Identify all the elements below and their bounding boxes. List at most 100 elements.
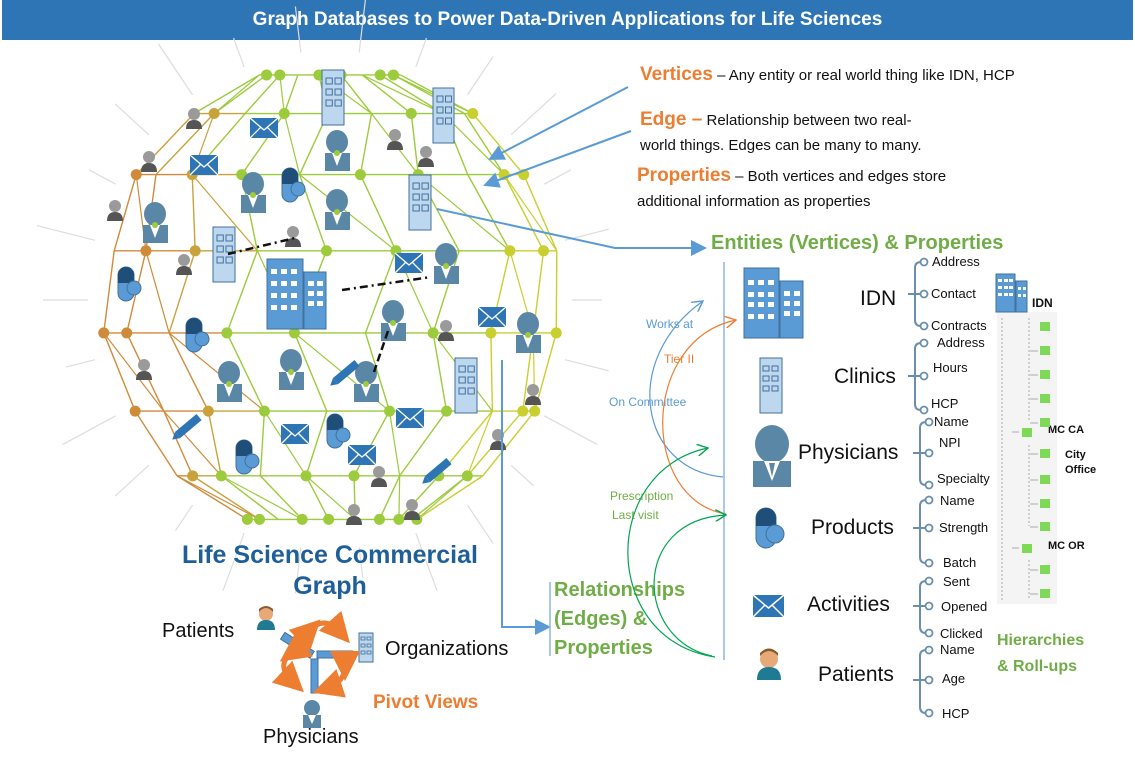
graph-node — [140, 245, 152, 257]
person-icon — [525, 384, 541, 405]
term-vertices: Vertices — [640, 64, 713, 85]
light-streak — [232, 37, 245, 68]
pill-icon — [281, 167, 306, 203]
pill-icon — [117, 266, 142, 302]
graph-node — [187, 470, 199, 482]
hierarchy-caption-line1: Hierarchies — [997, 632, 1085, 649]
prop-idn-contracts: Contracts — [931, 318, 987, 333]
hierarchy-caption-line2: & Roll-ups — [997, 658, 1077, 675]
graph-edge — [259, 475, 303, 520]
graph-edge — [467, 174, 511, 252]
graph-edge — [398, 475, 440, 520]
entities-heading: Entities (Vertices) & Properties — [711, 232, 1004, 254]
title-banner: Graph Databases to Power Data-Driven App… — [2, 0, 1133, 40]
relationship-arcs — [627, 301, 736, 658]
prop-products-strength: Strength — [939, 520, 989, 535]
pivot-organization-icon — [358, 632, 374, 663]
graph-edge — [466, 410, 493, 477]
graph-edge — [305, 475, 356, 520]
envelope-icon — [189, 154, 219, 176]
prop-physicians-npi: NPI — [939, 435, 961, 450]
property-connector — [919, 371, 929, 381]
graph-edge — [417, 174, 511, 252]
entity-label-idn: IDN — [860, 287, 897, 310]
light-streak — [36, 224, 96, 241]
prop-clinics-hcp: HCP — [931, 396, 959, 411]
folder-icon — [1040, 475, 1050, 484]
light-streak — [510, 464, 534, 487]
graph-edge — [220, 475, 279, 520]
separator: – — [730, 168, 748, 185]
envelope-icon — [477, 306, 507, 328]
folder-icon — [1022, 544, 1032, 553]
graph-edge — [176, 475, 260, 520]
graph-edge — [361, 74, 412, 115]
graph-node — [274, 69, 286, 81]
definition-text: Both vertices and edges store — [747, 168, 947, 185]
graph-edge — [145, 250, 170, 334]
pivot-bar-organizations — [316, 650, 354, 659]
clinic-icon — [408, 174, 432, 231]
pill-icon — [185, 317, 210, 353]
folder-icon — [1040, 522, 1050, 531]
graph-edge — [432, 332, 448, 412]
physician-icon — [325, 130, 350, 171]
entity-label-products: Products — [811, 516, 894, 539]
pivot-views-label: Pivot Views — [373, 692, 479, 713]
prop-patients-name: Name — [940, 642, 975, 657]
light-streak — [174, 504, 194, 531]
graph-edge — [192, 475, 260, 520]
graph-edge — [503, 174, 558, 252]
edge-label-tier: Tier II — [664, 352, 695, 366]
envelope-icon — [395, 407, 425, 429]
folder-icon — [1022, 428, 1032, 437]
entity-label-patients: Patients — [818, 663, 894, 686]
property-bracket — [919, 499, 927, 564]
light-streak — [564, 359, 609, 372]
graph-edge — [163, 410, 222, 477]
physician-icon — [434, 243, 459, 284]
graph-edge — [416, 475, 484, 520]
light-streak — [358, 547, 364, 579]
graph-edge — [213, 74, 260, 114]
graph-edge — [113, 174, 137, 251]
graph-node — [323, 513, 335, 525]
folder-icon — [1040, 394, 1050, 403]
folder-icon — [1040, 499, 1050, 508]
patient-icon — [757, 648, 781, 680]
graph-edge — [103, 332, 165, 412]
pivot-patient-icon — [257, 606, 275, 630]
definition-properties: Properties – Both vertices and edges sto… — [637, 163, 946, 214]
entity-label-activities: Activities — [807, 593, 890, 616]
hierarchy-caption: Hierarchies & Roll-ups — [997, 628, 1084, 680]
light-streak — [222, 532, 245, 592]
light-streak — [358, 0, 366, 53]
graph-node — [278, 108, 290, 120]
graph-node — [300, 470, 312, 482]
graph-edge — [293, 332, 328, 412]
pivot-organizations-label: Organizations — [385, 638, 509, 660]
graph-edge — [193, 74, 260, 115]
folder-icon — [1040, 418, 1050, 427]
term-properties: Properties — [637, 165, 731, 186]
graph-edge — [283, 113, 301, 175]
building-icon — [743, 267, 804, 339]
folder-icon — [1040, 346, 1050, 355]
graph-edge — [364, 332, 391, 412]
graph-edge — [305, 475, 330, 520]
entity-label-physicians: Physicians — [798, 441, 899, 464]
graph-node — [189, 245, 201, 257]
graph-node — [485, 327, 497, 339]
hierarchy-root-label: IDN — [1032, 296, 1053, 310]
graph-edge — [168, 250, 196, 334]
graph-edge — [388, 411, 401, 476]
graph-edge — [503, 174, 545, 252]
graph-node — [427, 327, 439, 339]
property-brackets — [908, 257, 934, 718]
folder-icon — [1040, 322, 1050, 331]
graph-node — [550, 327, 562, 339]
arc-tier — [662, 320, 736, 515]
pencil-icon — [422, 458, 452, 484]
physician-icon — [516, 312, 541, 353]
